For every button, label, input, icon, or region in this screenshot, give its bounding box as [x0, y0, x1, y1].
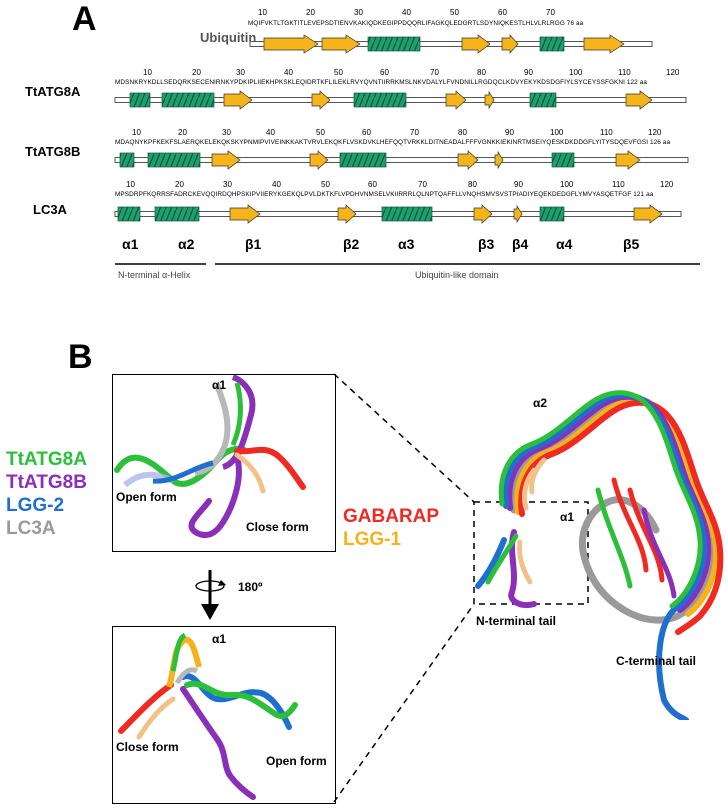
rotation-label: 180º: [238, 580, 263, 594]
bottom-box-open-form-label: Open form: [266, 754, 327, 768]
ss-label-beta1: β1: [245, 236, 262, 252]
n-terminal-tail-label: N-terminal tail: [476, 614, 557, 628]
ss-label-beta4: β4: [512, 236, 529, 252]
ss-label-alpha4: α4: [556, 236, 573, 252]
structure-alpha1-label: α1: [560, 510, 575, 524]
superposed-structure: [475, 390, 724, 720]
bottom-box-close-form-label: Close form: [116, 740, 179, 754]
ss-label-beta5: β5: [623, 236, 640, 252]
top-box-open-form-label: Open form: [116, 490, 177, 504]
track-numbers-ubiquitin: 10 20 30 40 50 60 70: [258, 8, 555, 17]
legend-right: GABARAP LGG-1: [343, 505, 439, 551]
track-name-ttatg8b: TtATG8B: [25, 144, 81, 159]
legend-lgg2: LGG-2: [6, 495, 65, 516]
zoom-box-top: [112, 374, 336, 552]
region-ubiquitin-like: Ubiquitin-like domain: [415, 270, 499, 280]
ss-label-beta2: β2: [343, 236, 360, 252]
sequence-lc3a: MPSDRPFKQRRSFADRCKEVQQIRDQHPSKIPVIIERYKG…: [115, 191, 654, 198]
top-box-close-form-label: Close form: [246, 520, 309, 534]
sequence-ttatg8a: MDSNKRYKDLLSEDQRKSECENIRNKYPDKIPLIIEKHPK…: [115, 79, 648, 86]
legend-lc3a: LC3A: [6, 518, 56, 539]
structure-alpha2-label: α2: [533, 396, 548, 410]
track-numbers-ttatg8a: 10 20 30 40 50 60 70 80 90 100 110 120: [143, 68, 680, 77]
panel-b-letter: B: [68, 338, 93, 376]
legend-lgg1: LGG-1: [343, 529, 402, 550]
region-n-terminal-helix: N-terminal α-Helix: [118, 270, 191, 280]
track-ttatg8b: [114, 150, 689, 170]
legend-left: TtATG8A TtATG8B LGG-2 LC3A: [6, 448, 87, 540]
track-numbers-lc3a: 10 20 30 40 50 60 70 80 90 100 110 120: [126, 180, 674, 189]
ss-label-alpha2: α2: [178, 236, 195, 252]
zoom-box-bottom: [112, 626, 336, 804]
top-box-alpha1-label: α1: [212, 378, 227, 392]
track-lc3a: [114, 204, 682, 224]
track-numbers-ttatg8b: 10 20 30 40 50 60 70 80 90 100 110 120: [132, 128, 662, 137]
secondary-structure-diagram: [114, 34, 700, 265]
ss-label-beta3: β3: [478, 236, 495, 252]
panel-a-letter: A: [72, 0, 97, 38]
track-name-ubiquitin: Ubiquitin: [200, 30, 257, 45]
track-name-lc3a: LC3A: [33, 202, 67, 217]
sequence-ubiquitin: MQIFVKTLTGKTITLEVEPSDTIENVKAKIQDKEGIPPDQ…: [248, 20, 584, 27]
ss-label-alpha3: α3: [398, 236, 415, 252]
legend-gabarap: GABARAP: [343, 506, 440, 527]
sequence-ttatg8b: MDAQNYKPFKEKFSLAERQKELEKQKSKYPNMIPVIVEIN…: [115, 139, 671, 146]
track-ubiquitin: [249, 34, 653, 54]
bottom-box-alpha1-label: α1: [212, 632, 227, 646]
ss-label-alpha1: α1: [122, 236, 139, 252]
track-name-ttatg8a: TtATG8A: [25, 84, 81, 99]
zoom-top-ribbons: [114, 374, 306, 538]
rotation-arrow: [195, 570, 226, 620]
c-terminal-tail-label: C-terminal tail: [616, 654, 697, 668]
zoom-bottom-ribbons: [118, 632, 298, 800]
track-ttatg8a: [114, 90, 687, 110]
legend-ttatg8a: TtATG8A: [6, 449, 87, 470]
legend-ttatg8b: TtATG8B: [6, 472, 87, 493]
